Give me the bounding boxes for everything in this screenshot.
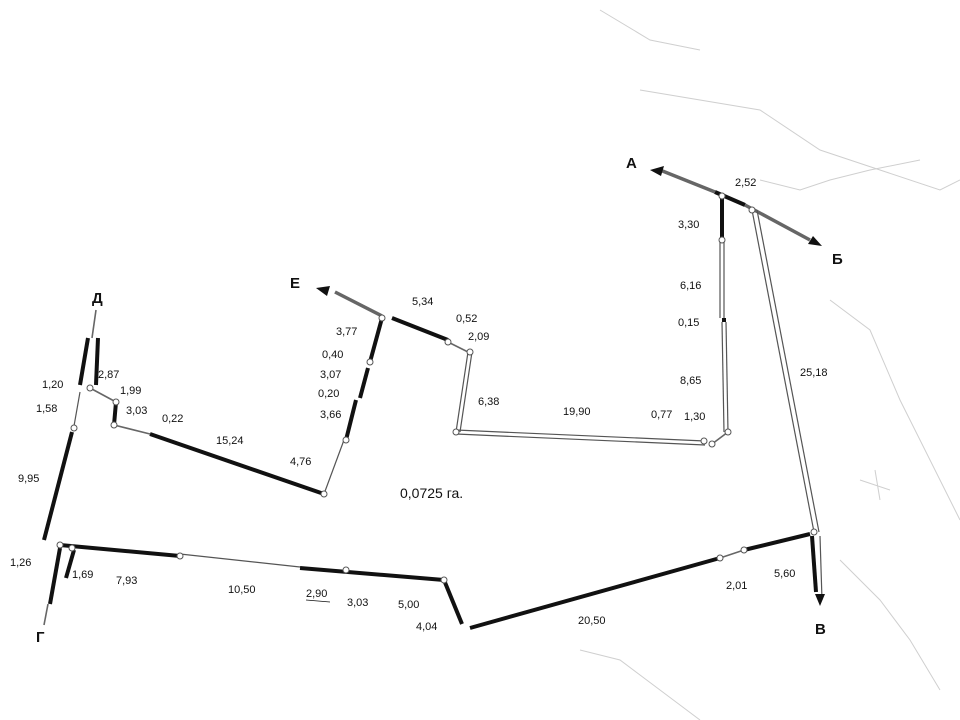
point-label-d: Д xyxy=(92,290,103,307)
dim-label: 0,20 xyxy=(318,388,339,400)
point-label-v: В xyxy=(815,621,826,638)
dim-label: 2,09 xyxy=(468,331,489,343)
arrow-b-icon xyxy=(808,236,822,246)
dim-label: 1,99 xyxy=(120,385,141,397)
dim-label: 19,90 xyxy=(563,406,591,418)
dim-label: 2,52 xyxy=(735,177,756,189)
dim-label: 5,00 xyxy=(398,599,419,611)
arrow-a-icon xyxy=(650,166,664,176)
dim-label: 20,50 xyxy=(578,615,606,627)
dim-label: 0,40 xyxy=(322,349,343,361)
dim-label: 3,30 xyxy=(678,219,699,231)
dim-label: 0,77 xyxy=(651,409,672,421)
dim-label: 15,24 xyxy=(216,435,244,447)
dim-label: 4,76 xyxy=(290,456,311,468)
dim-label: 6,38 xyxy=(478,396,499,408)
point-label-a: А xyxy=(626,155,637,172)
dim-label: 8,65 xyxy=(680,375,701,387)
dim-label: 0,52 xyxy=(456,313,477,325)
dim-label: 3,07 xyxy=(320,369,341,381)
point-label-g: Г xyxy=(36,629,45,646)
point-label-b: Б xyxy=(832,251,843,268)
dim-label: 0,15 xyxy=(678,317,699,329)
dim-label: 6,16 xyxy=(680,280,701,292)
dim-label: 5,34 xyxy=(412,296,433,308)
dim-label: 2,90 xyxy=(306,588,327,600)
dim-label: 3,03 xyxy=(126,405,147,417)
dim-label: 1,69 xyxy=(72,569,93,581)
dim-label: 1,30 xyxy=(684,411,705,423)
dim-label: 25,18 xyxy=(800,367,828,379)
dim-label: 0,22 xyxy=(162,413,183,425)
dim-label: 3,66 xyxy=(320,409,341,421)
dim-label: 1,58 xyxy=(36,403,57,415)
dim-label: 4,04 xyxy=(416,621,437,633)
boundary-right xyxy=(650,166,825,606)
dim-label: 9,95 xyxy=(18,473,39,485)
boundary-left xyxy=(42,309,100,626)
area-label: 0,0725 га. xyxy=(400,485,463,501)
dimension-labels: 2,52 3,30 6,16 0,15 8,65 1,30 0,77 25,18… xyxy=(10,177,828,633)
vertex-markers xyxy=(56,192,818,584)
dim-label: 3,03 xyxy=(347,597,368,609)
point-label-e: Е xyxy=(290,275,300,292)
dim-label: 5,60 xyxy=(774,568,795,580)
dim-label: 2,87 xyxy=(98,369,119,381)
terrain-sketch xyxy=(579,9,960,720)
dim-label: 10,50 xyxy=(228,584,256,596)
dim-label: 3,77 xyxy=(336,326,357,338)
boundary-top xyxy=(89,286,706,496)
dim-label: 1,26 xyxy=(10,557,31,569)
dim-label: 2,01 xyxy=(726,580,747,592)
dim-label: 1,20 xyxy=(42,379,63,391)
underline-mark xyxy=(305,599,331,603)
dim-label: 7,93 xyxy=(116,575,137,587)
arrow-v-icon xyxy=(815,594,825,606)
boundary-bottom xyxy=(59,532,811,630)
arrow-e-icon xyxy=(316,286,330,296)
